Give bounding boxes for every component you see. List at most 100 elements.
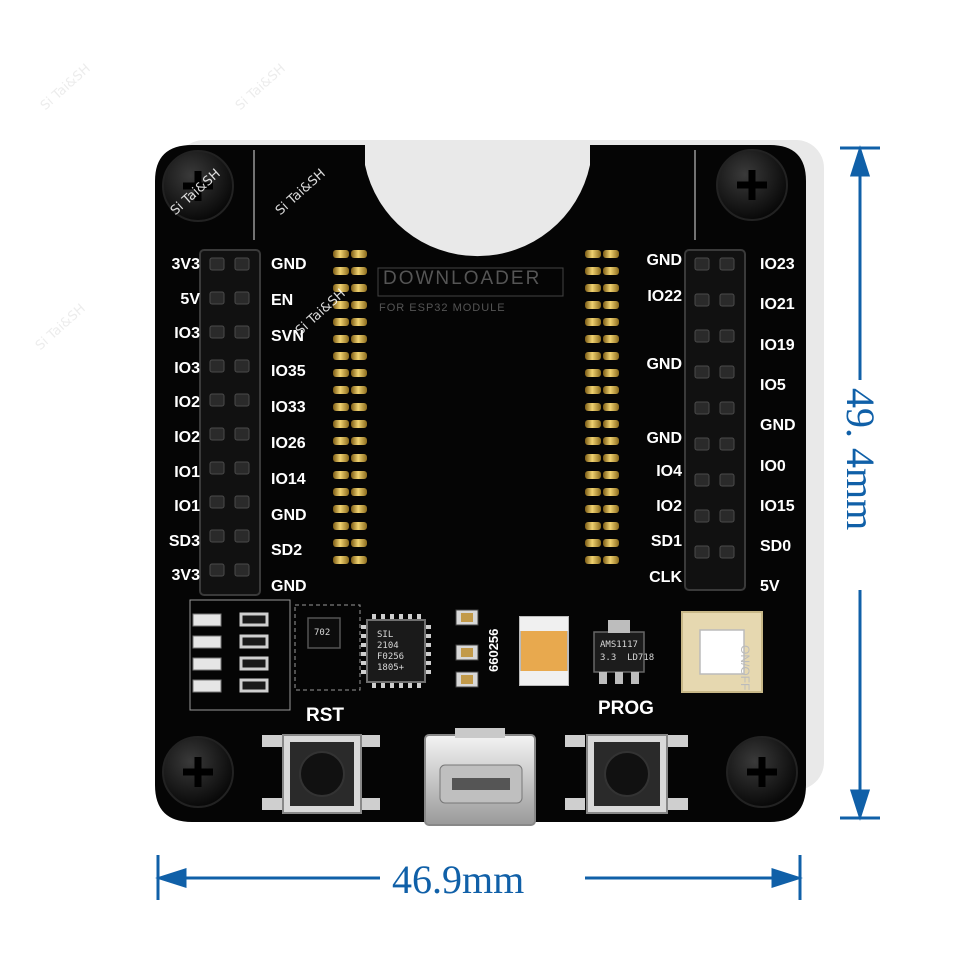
pin-label: IO1 bbox=[174, 463, 200, 481]
header-pin bbox=[234, 291, 250, 305]
small-chip bbox=[307, 617, 341, 649]
pogo-pin bbox=[333, 386, 349, 394]
screw-icon bbox=[716, 149, 788, 221]
pogo-pin bbox=[585, 335, 601, 343]
pogo-pin bbox=[603, 335, 619, 343]
pin-label: IO26 bbox=[271, 435, 306, 452]
pin-label: GND bbox=[646, 252, 682, 269]
pogo-pin bbox=[333, 471, 349, 479]
header-pin bbox=[719, 257, 735, 271]
pogo-pin bbox=[351, 522, 367, 530]
pogo-pin bbox=[585, 369, 601, 377]
pogo-pin bbox=[585, 267, 601, 275]
pin-label: IO19 bbox=[760, 336, 795, 354]
header-pin bbox=[234, 359, 250, 373]
pogo-pin bbox=[585, 488, 601, 496]
pogo-pin bbox=[333, 301, 349, 309]
pogo-pin bbox=[585, 522, 601, 530]
pin-label: IO21 bbox=[760, 296, 795, 314]
pin-label: IO2 bbox=[174, 429, 200, 446]
usb-chip-marking-4: 1805+ bbox=[377, 663, 405, 673]
pogo-pin bbox=[585, 454, 601, 462]
pin-label: IO14 bbox=[271, 470, 306, 488]
usb-uart-chip bbox=[366, 619, 426, 683]
smd-led bbox=[192, 679, 222, 693]
pogo-pin bbox=[351, 267, 367, 275]
pogo-pin bbox=[603, 454, 619, 462]
header-pin bbox=[234, 325, 250, 339]
header-pin bbox=[694, 437, 710, 451]
header-pin bbox=[694, 509, 710, 523]
header-pin bbox=[694, 257, 710, 271]
pogo-pin bbox=[333, 505, 349, 513]
pin-label: IO22 bbox=[647, 288, 682, 305]
prog-label: PROG bbox=[598, 698, 654, 719]
pin-label: 5V bbox=[180, 290, 200, 308]
smd-led bbox=[192, 635, 222, 649]
pogo-pin bbox=[603, 437, 619, 445]
header-pin bbox=[209, 427, 225, 441]
downloader-title: DOWNLOADER bbox=[383, 268, 542, 289]
header-pin bbox=[234, 563, 250, 577]
pogo-pin bbox=[351, 318, 367, 326]
pogo-pin bbox=[585, 539, 601, 547]
pogo-pin bbox=[603, 505, 619, 513]
pogo-pin bbox=[351, 250, 367, 258]
pogo-pin bbox=[351, 403, 367, 411]
pin-label: IO3 bbox=[174, 325, 200, 343]
pin-label: EN bbox=[271, 291, 294, 309]
pin-label: 3V3 bbox=[171, 256, 200, 273]
pogo-pin bbox=[603, 488, 619, 496]
pogo-pin bbox=[603, 386, 619, 394]
pogo-pin bbox=[333, 335, 349, 343]
pogo-pin bbox=[333, 556, 349, 564]
header-pin bbox=[234, 427, 250, 441]
pin-label: CLK bbox=[649, 569, 682, 586]
header-pin bbox=[234, 461, 250, 475]
header-pin bbox=[234, 495, 250, 509]
pogo-pin bbox=[351, 420, 367, 428]
header-pin bbox=[694, 293, 710, 307]
pogo-pin bbox=[351, 335, 367, 343]
pin-label: SD1 bbox=[650, 533, 682, 550]
header-pin bbox=[719, 437, 735, 451]
pogo-pin bbox=[351, 556, 367, 564]
pin-label: IO23 bbox=[760, 256, 795, 273]
pogo-pin bbox=[585, 471, 601, 479]
pogo-pin bbox=[333, 522, 349, 530]
pogo-pin bbox=[603, 301, 619, 309]
pogo-pin bbox=[333, 284, 349, 292]
pogo-pin bbox=[333, 488, 349, 496]
pogo-pin bbox=[585, 250, 601, 258]
header-pin bbox=[209, 291, 225, 305]
smd-led bbox=[192, 613, 222, 627]
pin-label: IO15 bbox=[760, 497, 795, 515]
pogo-pin bbox=[585, 301, 601, 309]
pogo-pin bbox=[603, 352, 619, 360]
pin-label: IO35 bbox=[271, 363, 306, 381]
width-dimension-line bbox=[155, 855, 803, 900]
pogo-pin bbox=[603, 403, 619, 411]
pogo-pin bbox=[351, 301, 367, 309]
pogo-pin bbox=[585, 556, 601, 564]
small-chip-marking: 702 bbox=[314, 628, 331, 638]
capacitor-code: 660256 bbox=[486, 628, 501, 672]
height-dimension-label: 49. 4mm bbox=[838, 388, 883, 531]
pogo-pin bbox=[351, 284, 367, 292]
header-pin bbox=[694, 473, 710, 487]
header-pin bbox=[719, 365, 735, 379]
header-pin bbox=[719, 293, 735, 307]
prog-button bbox=[565, 734, 688, 814]
pogo-pin bbox=[585, 352, 601, 360]
pogo-pin bbox=[603, 522, 619, 530]
pogo-pin bbox=[603, 318, 619, 326]
smd-resistor bbox=[239, 656, 269, 671]
pogo-pin bbox=[351, 505, 367, 513]
pin-label: GND bbox=[646, 430, 682, 447]
pin-label: SD3 bbox=[168, 532, 200, 550]
header-pin bbox=[694, 401, 710, 415]
screw-icon bbox=[726, 736, 798, 808]
pogo-pin bbox=[333, 403, 349, 411]
pogo-pin bbox=[333, 250, 349, 258]
header-pin bbox=[719, 545, 735, 559]
